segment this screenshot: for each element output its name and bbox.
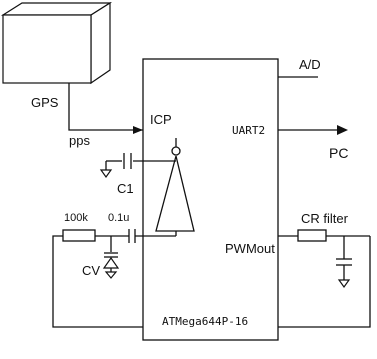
pc-label: PC [329,145,348,161]
filter-capacitor [336,236,352,280]
resistor-100k-label: 100k [64,212,88,224]
chip-name-label: ATMega644P-16 [162,315,248,328]
pps-arrowhead [133,126,143,134]
icp-label: ICP [150,112,172,127]
gps-module-box [0,1,113,85]
gps-label: GPS [31,95,59,110]
capacitor-0-1u [128,229,176,243]
capacitor-c1 [105,153,176,170]
uart-arrowhead [337,125,348,135]
inverter-gate [155,138,195,236]
resistor-cr-filter [297,229,327,242]
cv-label: CV [82,263,100,278]
ground-icon [99,169,113,179]
uart2-label: UART2 [232,124,265,137]
ground-icon [104,271,118,279]
pps-label: pps [69,133,90,148]
capacitor-value-label: 0.1u [108,212,129,224]
c1-label: C1 [117,181,134,196]
microcontroller-chip [142,58,279,341]
loop-wire-right [278,236,371,328]
ad-label: A/D [299,57,321,72]
ground-icon [337,279,351,289]
loop-wire-left [52,235,143,328]
cr-filter-label: CR filter [301,211,349,226]
resistor-100k [62,229,96,242]
varactor-diode [102,236,120,272]
pwm-out-label: PWMout [225,241,275,256]
pps-wire [68,83,143,131]
